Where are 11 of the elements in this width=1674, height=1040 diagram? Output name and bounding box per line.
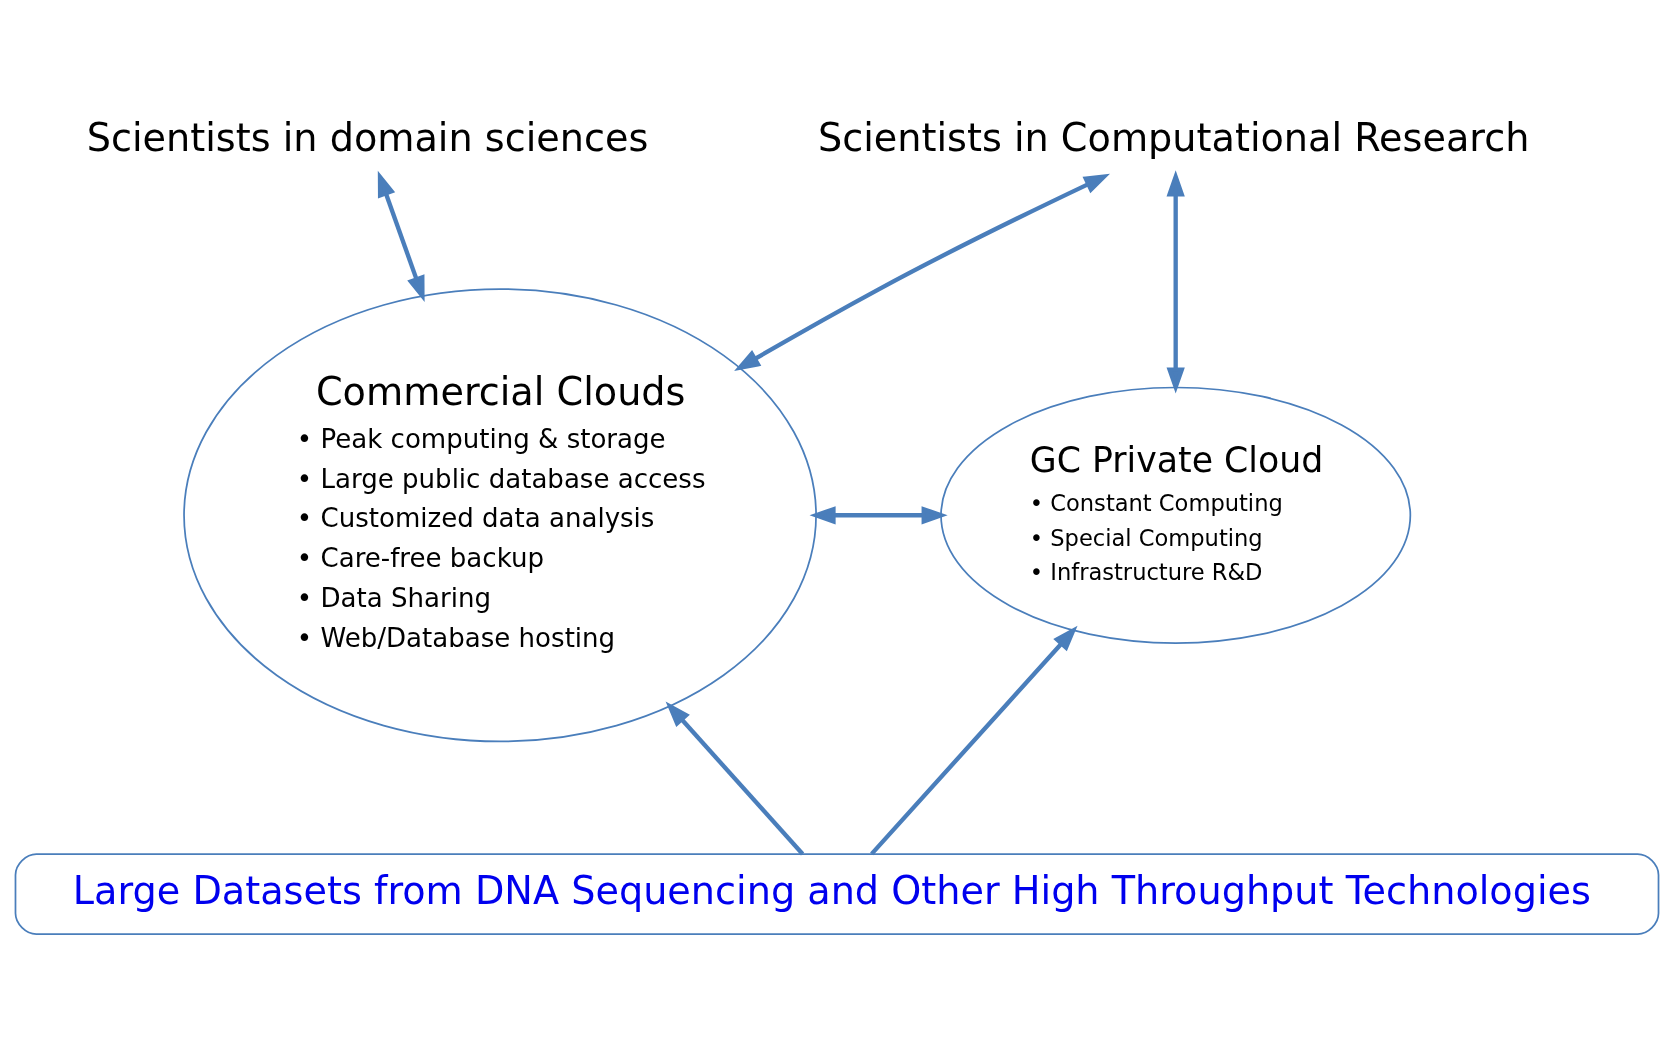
arrow xyxy=(870,625,1078,855)
arrow xyxy=(1166,169,1185,394)
arrow xyxy=(377,170,425,302)
arrow xyxy=(734,173,1110,371)
node-ellipse: Commercial Clouds • Peak computing & storage • Large public database access • Customized data analysis • Care-free backup • Data Sharing • Web/Database hosting xyxy=(183,287,817,742)
node-text: Scientists in Computational Research xyxy=(817,115,1530,160)
node-ellipse: GC Private Cloud • Constant Computing • Special Computing • Infrastructure R&D xyxy=(940,386,1412,644)
node-box: Large Datasets from DNA Sequencing and Other High Throughput Technologies xyxy=(14,852,1660,935)
arrow xyxy=(809,505,948,524)
node-text: Scientists in domain sciences xyxy=(86,115,649,160)
arrow xyxy=(665,700,805,855)
